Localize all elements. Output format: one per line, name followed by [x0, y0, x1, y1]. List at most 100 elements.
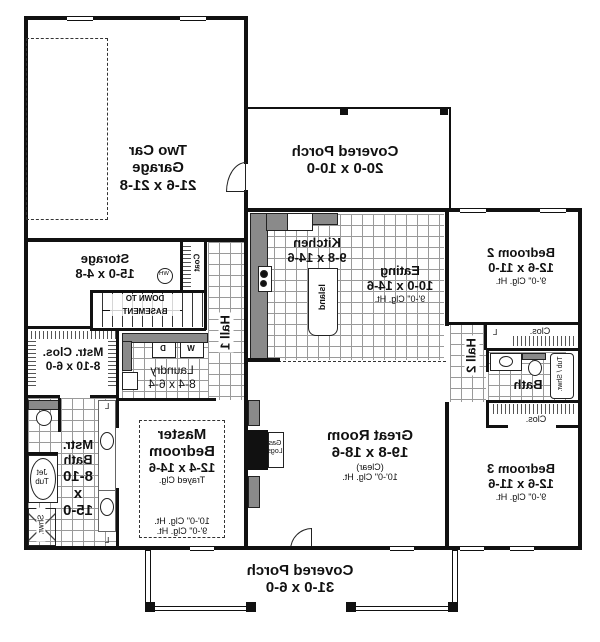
front-window: [390, 546, 414, 551]
bath-label: Bath: [513, 377, 543, 392]
jet-tub-label: Jet Tub: [35, 468, 49, 487]
rear-porch-label: Covered Porch 20-0 x 10-0: [291, 143, 399, 178]
bedroom2-label: Bedroom 2 12-6 x 11-0 9'-0" Clg. Ht.: [487, 245, 555, 286]
porch-post: [246, 602, 256, 612]
eating-label: Eating 10-0 x 14-6 9'-0" Clg. Ht.: [366, 263, 434, 304]
front-porch-label: Covered Porch 31-0 x 6-0: [246, 562, 354, 597]
rear-porch-right-line: [449, 107, 451, 210]
toilet-room-wall: [58, 398, 61, 432]
island-label: Island: [316, 284, 327, 311]
closet-bottom-bottom-wall: [486, 425, 508, 428]
closet-bottom-hatch: [490, 404, 576, 414]
linen-mark: L: [104, 402, 110, 411]
coat-right-wall: [204, 240, 207, 330]
dryer-label: D: [160, 344, 166, 353]
hall1-label: Hall 1: [218, 312, 234, 353]
bath-bottom-wall: [486, 400, 580, 403]
stove-burner: [260, 280, 267, 287]
mstr-closet-bottom-wall: [24, 395, 60, 398]
house-bottom-wall: [24, 546, 582, 550]
stairs-top-wall: [90, 290, 206, 293]
front-porch-rail-bottom-right: [352, 606, 454, 611]
storage-right-wall: [180, 240, 183, 292]
mstr-closet-label: Mstr. Clos. 8-10 x 6-0: [42, 345, 104, 373]
porch-post: [340, 107, 348, 115]
water-heater: [157, 268, 173, 284]
coat-closet-hatch: [183, 244, 191, 290]
kitchen-island: [308, 268, 338, 336]
master-bedroom-ceiling: 10'-0" Clg. Ht. 9'-0" Clg. Ht.: [154, 516, 210, 537]
front-porch-rail-bottom-left: [148, 606, 250, 611]
hall1-right-wall: [244, 364, 248, 404]
bedroom3-label: Bedroom 3 12-6 x 11-6 9'-0" Clg. Ht.: [487, 461, 555, 502]
mstr-closet-right-wall: [116, 331, 119, 401]
front-window: [460, 546, 484, 551]
bedroom-wing-right-wall: [578, 208, 582, 550]
mstr-bedroom-top-wall: [116, 398, 216, 401]
eating-great-room-divider: [278, 361, 446, 363]
porch-post: [145, 602, 155, 612]
closet-top-label: Clos.: [529, 326, 551, 336]
dryer: [152, 342, 176, 358]
storage-bottom-wall-left: [24, 326, 92, 329]
tub-shower-label: Tub / Shwr.: [556, 356, 564, 392]
hall2-floor: [450, 322, 486, 402]
fireplace-hearth-bottom: [248, 476, 260, 508]
linen-mark: L: [104, 536, 110, 545]
bath-sink: [499, 356, 513, 367]
vanity-sink: [100, 432, 114, 450]
hall2-right-wall: [484, 322, 487, 350]
kitchen-label: Kitchen 9-8 x 14-6: [287, 235, 347, 265]
garage-window: [67, 16, 93, 21]
stairs-label: DOWN TO BASEMENT: [110, 294, 180, 317]
bedroom2-window: [540, 208, 566, 213]
storage-label: Storage 15-0 x 4-8: [75, 251, 135, 281]
closet-bottom-label: Clos.: [525, 414, 547, 424]
coat-label: Coat: [192, 253, 202, 272]
mstr-closet-bottom-wall-right: [90, 395, 118, 398]
laundry-counter-left: [122, 341, 132, 371]
garage-top-wall: [24, 16, 248, 20]
laundry-label: Laundry 8-4 x 6-4: [148, 363, 196, 391]
garage-left-wall: [24, 16, 28, 550]
hall2-label: Hall 2: [464, 335, 480, 376]
gas-logs-box: [268, 432, 284, 468]
mstr-closet-hatch-right: [108, 339, 116, 389]
stove-burner: [260, 270, 268, 278]
fireplace: [248, 430, 268, 470]
closet-top-hatch: [510, 336, 576, 346]
bedroom-wing-top-wall: [447, 208, 582, 212]
fireplace-hearth-top: [248, 400, 260, 426]
bath-tub: [550, 353, 574, 399]
mstr-bath-toilet-counter: [28, 400, 60, 410]
garage-door-swing: [226, 162, 246, 192]
washer-label: W: [187, 344, 195, 353]
closet-bottom-bottom-wall-right: [556, 425, 580, 428]
laundry-sink: [122, 372, 138, 390]
kitchen-eating-floor: [252, 214, 444, 360]
front-window: [510, 546, 534, 551]
bath-toilet-tank: [522, 353, 546, 360]
garage-window: [180, 16, 206, 21]
closet-bottom-left-wall: [486, 400, 489, 428]
bedroom-wing-left-wall: [445, 208, 449, 326]
mstr-bath-right-wall: [116, 398, 119, 428]
mstr-bath-label: Mstr. Bath 8-10 x 15-0: [62, 437, 94, 520]
linen-mark: L: [492, 328, 498, 337]
jet-tub: [30, 458, 56, 500]
hall1-floor: [208, 242, 248, 400]
bath-left-wall: [486, 348, 489, 372]
master-bedroom-label: Master Bedroom 12-4 x 14-6 Trayed Clg.: [148, 426, 216, 486]
bath-toilet: [528, 360, 542, 376]
closet-top-bottom-wall: [486, 348, 580, 351]
kitchen-top-wall: [248, 208, 450, 212]
gas-logs-label: Gas Logs: [267, 440, 283, 456]
master-bedroom-right-wall: [244, 404, 248, 550]
bedroom2-window: [460, 208, 486, 213]
toilet: [36, 410, 52, 426]
rear-porch-top-line: [248, 107, 450, 109]
bedroom-wing-left-wall-lower: [445, 402, 449, 550]
car-parking-outline: [26, 38, 108, 220]
bedroom2-bottom-wall: [447, 322, 580, 325]
